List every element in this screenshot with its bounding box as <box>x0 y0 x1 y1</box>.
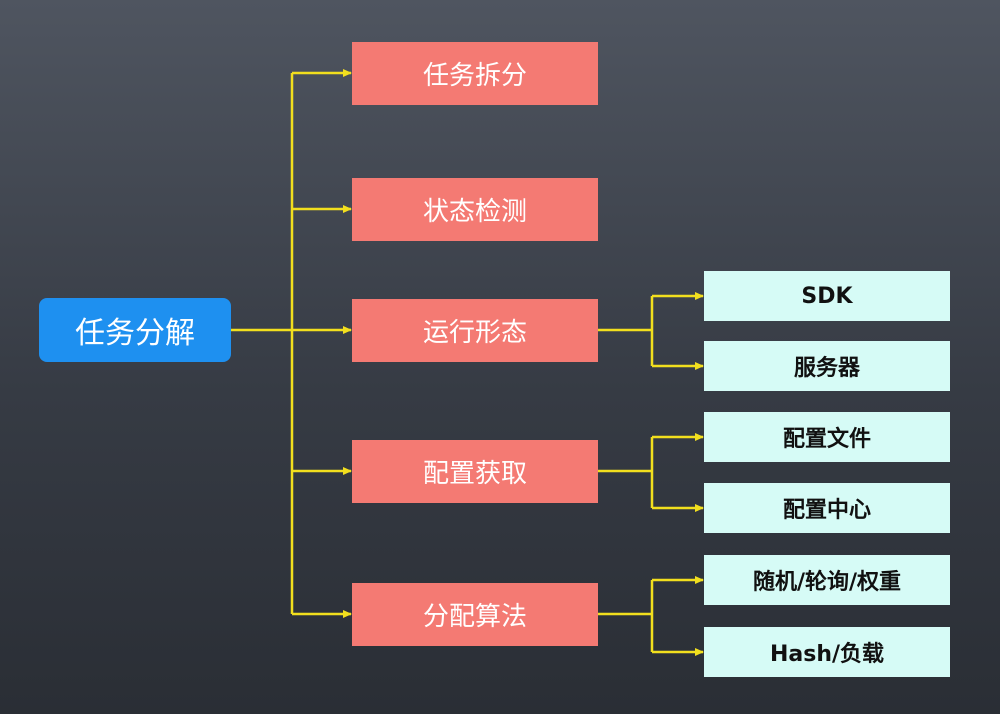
branch-node-allocation-algorithm: 分配算法 <box>352 583 598 646</box>
leaf-node-random-roundrobin-weight: 随机/轮询/权重 <box>704 555 950 605</box>
leaf-node-sdk: SDK <box>704 271 950 321</box>
root-node: 任务分解 <box>39 298 231 362</box>
leaf-node-config-file: 配置文件 <box>704 412 950 462</box>
branch-node-runtime-form: 运行形态 <box>352 299 598 362</box>
branch-node-status-check: 状态检测 <box>352 178 598 241</box>
leaf-node-config-center: 配置中心 <box>704 483 950 533</box>
leaf-node-hash-load: Hash/负载 <box>704 627 950 677</box>
branch-node-task-split: 任务拆分 <box>352 42 598 105</box>
leaf-node-server: 服务器 <box>704 341 950 391</box>
branch-node-config-fetch: 配置获取 <box>352 440 598 503</box>
